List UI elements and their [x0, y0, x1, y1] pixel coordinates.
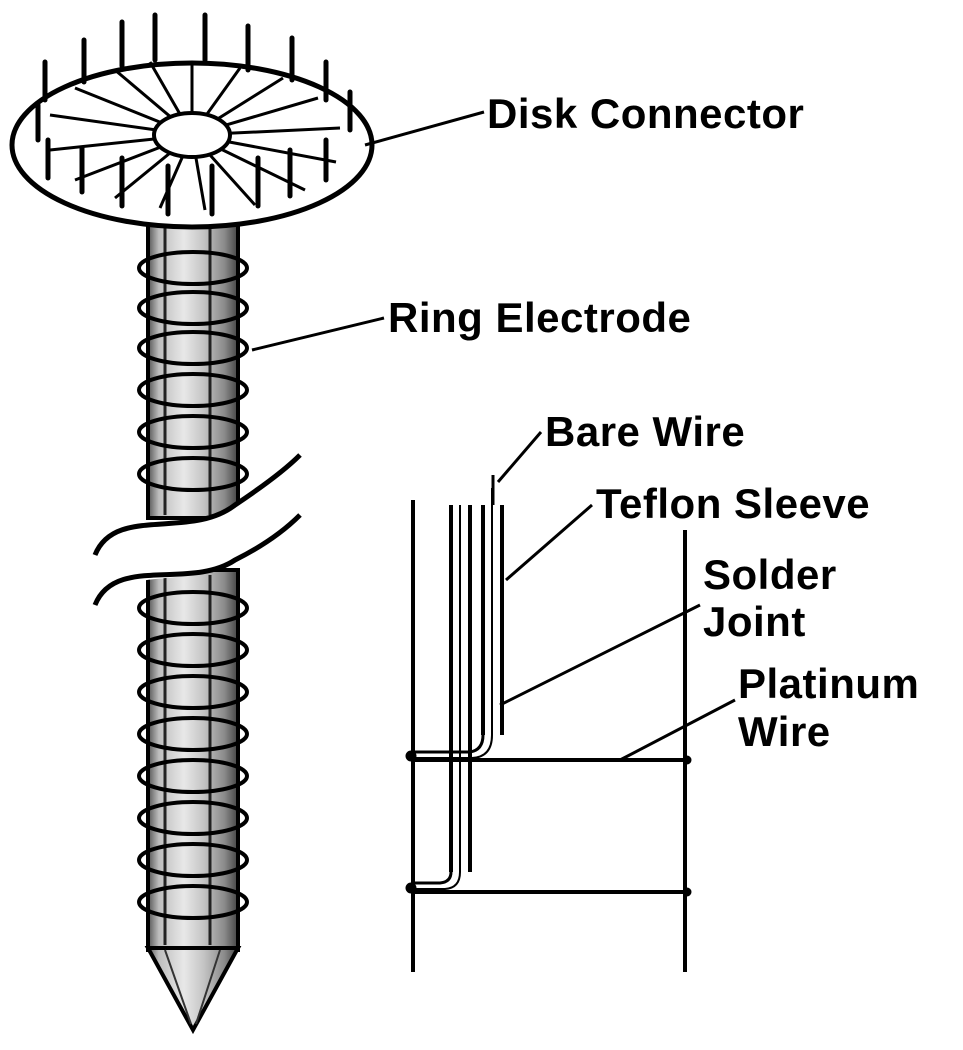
solder-wire-lower	[413, 871, 453, 885]
disk-hub	[152, 111, 232, 159]
leader-disk-connector	[364, 110, 485, 147]
solder-dot	[405, 882, 417, 894]
break-symbol	[92, 453, 302, 607]
label-disk-connector: Disk Connector	[487, 90, 805, 137]
solder-wire-upper-b	[413, 734, 493, 759]
leader-teflon-sleeve	[505, 503, 593, 582]
disk-pins	[35, 12, 353, 217]
leader-platinum-wire	[619, 698, 736, 762]
solder-dot	[405, 750, 417, 762]
label-ring-electrode: Ring Electrode	[388, 294, 692, 341]
solder-wire-lower-b	[413, 871, 461, 890]
leader-lines	[251, 110, 736, 762]
leader-solder-joint	[499, 603, 701, 707]
ring-electrodes-lower	[137, 590, 249, 920]
leader-ring-electrode	[251, 316, 385, 352]
detail-view	[405, 475, 692, 972]
upper-shaft	[146, 216, 240, 520]
label-bare-wire: Bare Wire	[545, 408, 746, 455]
label-platinum-wire-line1: Platinum	[738, 660, 920, 707]
solder-dot	[682, 887, 692, 897]
solder-wire-upper	[413, 734, 485, 754]
teflon-sleeve-inner	[449, 505, 472, 872]
label-teflon-sleeve: Teflon Sleeve	[596, 480, 871, 527]
label-solder-joint-line1: Solder	[703, 551, 837, 598]
solder-dot	[682, 755, 692, 765]
teflon-sleeve-outer	[481, 488, 504, 735]
disk-connector	[9, 12, 375, 230]
ring-electrodes-upper	[137, 250, 249, 492]
label-platinum-wire-line2: Wire	[738, 708, 831, 755]
shaft-tip	[144, 946, 242, 1035]
leader-bare-wire	[496, 431, 543, 483]
label-solder-joint-line2: Joint	[703, 598, 806, 645]
